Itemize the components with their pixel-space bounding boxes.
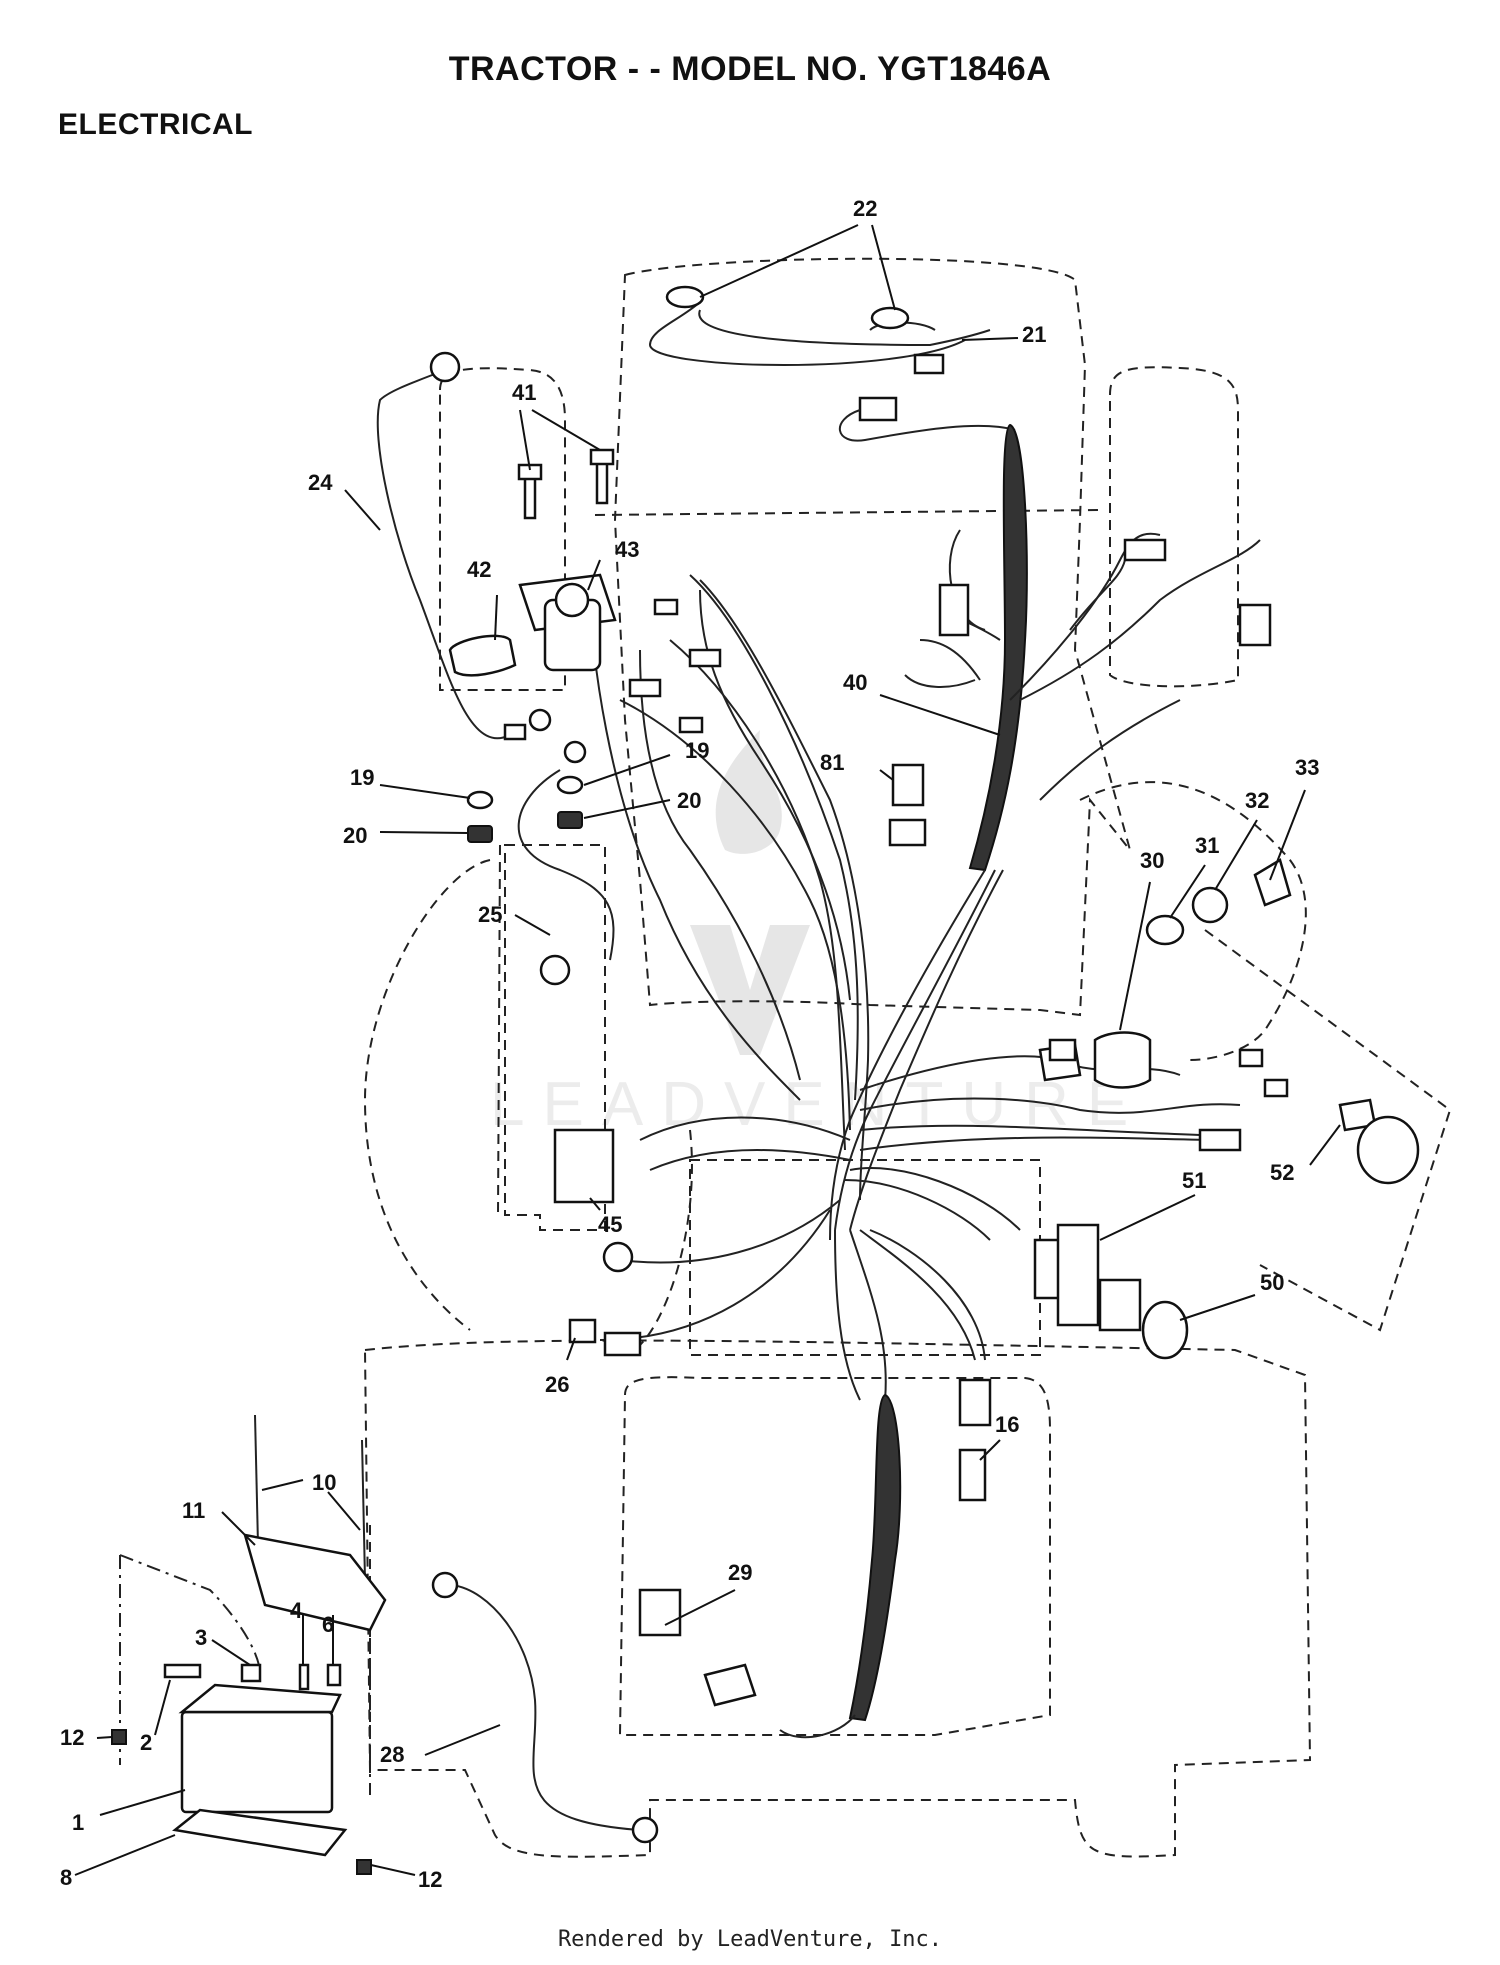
nut-20b [557,811,583,829]
callout-19-right: 19 [685,738,709,763]
callout-50: 50 [1260,1270,1284,1295]
solenoid-boot-42 [448,634,517,677]
washer-19a [466,790,494,810]
section-label: ELECTRICAL [58,108,253,141]
washer-19b [556,775,584,795]
callout-20-right: 20 [677,788,701,813]
callout-12-left: 12 [60,1725,84,1750]
headlight-harness [648,285,1016,442]
headlight-bulb-right [870,306,910,330]
callout-51: 51 [1182,1168,1206,1193]
relay-81 [891,763,925,807]
callout-6: 6 [322,1612,334,1637]
callout-11: 11 [182,1498,205,1523]
callout-31: 31 [1195,833,1219,858]
callout-10: 10 [312,1470,336,1495]
harness-plug [913,353,945,375]
callout-21: 21 [1022,322,1046,347]
callout-labels: 22 21 41 24 43 42 40 81 19 19 20 20 33 3… [60,196,1319,1892]
callout-40: 40 [843,670,867,695]
callout-2: 2 [140,1730,152,1755]
seat-switch-29 [638,1588,682,1637]
cable-terminal-28a [431,1571,459,1599]
callout-4: 4 [290,1598,303,1623]
callout-43: 43 [615,537,639,562]
callout-1: 1 [72,1810,84,1835]
nut-6 [326,1663,342,1687]
connector-plug-40 [938,583,970,637]
ignition-key-33 [1253,858,1292,907]
callout-45: 45 [598,1212,622,1237]
callout-12-right: 12 [418,1867,442,1892]
hold-down-11 [243,1533,387,1632]
callout-33: 33 [1295,755,1319,780]
battery-assembly [111,1414,659,1875]
callout-26: 26 [545,1372,569,1397]
callout-29: 29 [728,1560,752,1585]
callout-3: 3 [195,1625,207,1650]
nut-12b [356,1859,372,1875]
footer-credit: Rendered by LeadVenture, Inc. [557,1927,943,1952]
main-wire-harness [589,423,1261,1401]
callout-32: 32 [1245,788,1269,813]
hour-meter-45 [553,1128,615,1204]
cable-terminal-25 [539,954,571,986]
callout-19-left: 19 [350,765,374,790]
cable-terminal-28b [631,1816,659,1844]
callout-25: 25 [478,902,502,927]
ignition-nut-31 [1145,914,1185,946]
fuse-26 [568,1318,597,1344]
pto-knob-50 [1141,1300,1189,1360]
callout-16: 16 [995,1412,1019,1437]
callout-52: 52 [1270,1160,1294,1185]
switch-plate-51 [1056,1223,1100,1327]
cable-terminal-24 [429,351,461,383]
coiled-cable-rear [779,1393,902,1739]
spacer-3 [240,1663,262,1683]
callout-41: 41 [512,380,536,405]
bolt-2 [163,1663,202,1679]
rod-10b [361,1439,366,1581]
nut-20a [467,825,493,843]
callout-30: 30 [1140,848,1164,873]
callout-8: 8 [60,1865,72,1890]
washer-4 [298,1663,310,1691]
callout-24: 24 [308,470,333,495]
bezel-32 [1191,886,1229,924]
lamp-bulb-52 [1356,1115,1420,1185]
battery-1 [180,1710,334,1814]
upper-connectors [628,538,1272,847]
diagram-title: TRACTOR - - MODEL NO. YGT1846A [448,50,1052,88]
leader-lines [74,224,1341,1876]
headlight-bulb-left [665,285,705,309]
starter-solenoid-assembly [376,351,617,986]
ignition-switch-30 [1093,1031,1152,1089]
nut-12a [111,1729,127,1745]
callout-28: 28 [380,1742,404,1767]
callout-81: 81 [820,750,844,775]
rod-10a [254,1414,259,1546]
callout-42: 42 [467,557,491,582]
harness-connector [858,396,898,422]
battery-tray-8 [172,1808,348,1857]
callout-22: 22 [853,196,877,221]
callout-20-left: 20 [343,823,367,848]
connector-16a [958,1378,992,1427]
